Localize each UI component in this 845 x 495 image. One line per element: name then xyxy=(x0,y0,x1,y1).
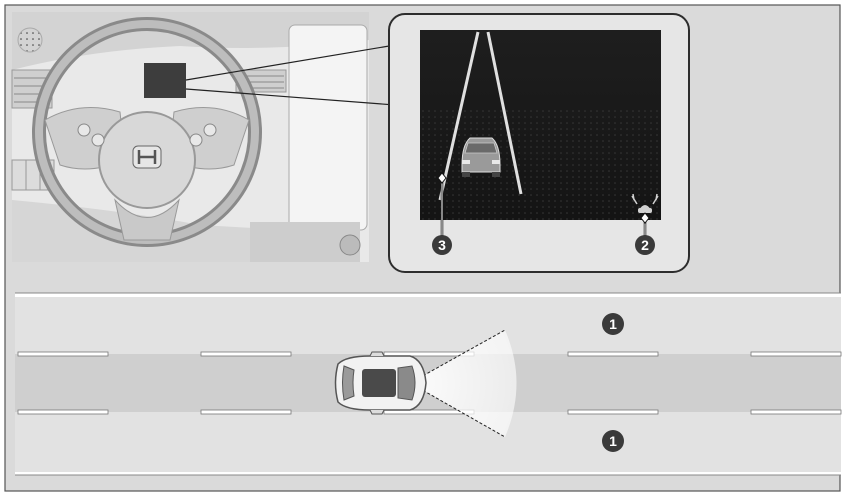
display-inset xyxy=(389,14,689,272)
honda-h-logo-icon xyxy=(133,146,161,168)
callout-lane-lower: 1 xyxy=(602,430,624,452)
vehicle-top-view-icon xyxy=(336,352,427,414)
callout-lkas-indicator: 2 xyxy=(635,235,655,255)
callout-lane-upper-label: 1 xyxy=(609,316,617,332)
callout-lkas-indicator-label: 2 xyxy=(641,237,649,253)
callout-lane-display-label: 3 xyxy=(438,237,446,253)
instrument-display-highlight xyxy=(144,63,186,98)
road-illustration xyxy=(15,293,841,475)
callout-lane-upper: 1 xyxy=(602,313,624,335)
vehicle-rear-view-icon xyxy=(462,138,500,177)
callout-lane-lower-label: 1 xyxy=(609,433,617,449)
dashboard-illustration xyxy=(12,12,369,262)
callout-lane-display: 3 xyxy=(432,235,452,255)
